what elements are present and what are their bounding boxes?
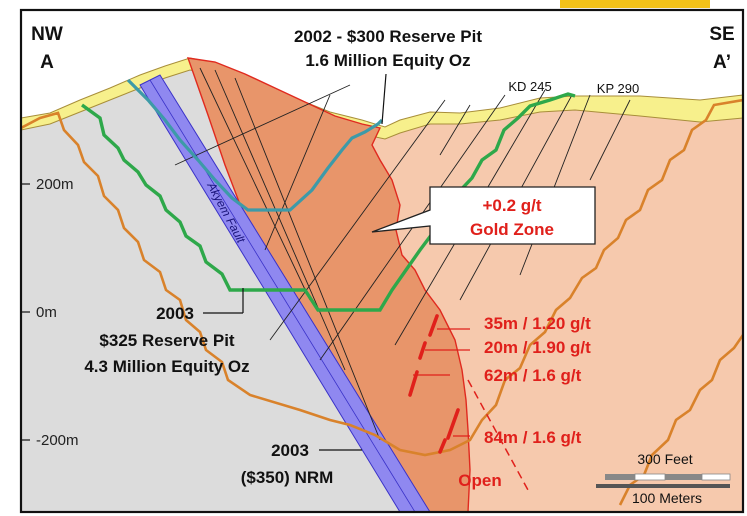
pit-2002-title: 2002 - $300 Reserve Pit xyxy=(294,27,482,46)
elevation-minus-200m: -200m xyxy=(36,432,79,449)
scale-feet-label: 300 Feet xyxy=(637,451,692,467)
pit-2003-year: 2003 xyxy=(156,304,194,323)
nrm-title: ($350) NRM xyxy=(241,468,334,487)
drillhole-kp290: KP 290 xyxy=(597,81,639,96)
sky xyxy=(21,10,743,127)
intercept-1: 35m / 1.20 g/t xyxy=(484,314,591,333)
gold-zone-grade: +0.2 g/t xyxy=(482,196,541,215)
open-extension xyxy=(467,379,529,491)
intercept-3: 62m / 1.6 g/t xyxy=(484,366,582,385)
se-direction: SE xyxy=(709,24,734,45)
se-section-label: A’ xyxy=(713,52,731,73)
nrm-year: 2003 xyxy=(271,441,309,460)
pit-2002-outline xyxy=(126,78,384,212)
pit-2002-leader xyxy=(381,73,387,125)
scale-meters-label: 100 Meters xyxy=(632,490,702,506)
nrm-outline xyxy=(21,98,743,457)
pit-2003-ounces: 4.3 Million Equity Oz xyxy=(84,357,249,376)
top-accent-bar xyxy=(560,0,710,8)
pit-2003-outline xyxy=(81,92,576,312)
elevation-0m: 0m xyxy=(36,304,57,321)
open-label: Open xyxy=(458,471,501,490)
nrm-label: 2003 ($350) NRM xyxy=(241,441,362,487)
pit-2003-label: 2003 $325 Reserve Pit 4.3 Million Equity… xyxy=(84,288,250,376)
fault-edge-line xyxy=(149,79,416,512)
scale-bar: 300 Feet 100 Meters xyxy=(596,451,731,506)
geology-layers xyxy=(21,10,743,512)
elevation-200m: 200m xyxy=(36,176,74,193)
elevation-axis: 200m 0m -200m xyxy=(21,176,79,449)
frame xyxy=(19,8,745,514)
intercept-labels: 35m / 1.20 g/t 20m / 1.90 g/t 62m / 1.6 … xyxy=(413,314,591,447)
pit-2003-title: $325 Reserve Pit xyxy=(99,331,234,350)
akyem-fault xyxy=(139,74,431,512)
drillhole-kd245: KD 245 xyxy=(508,79,551,94)
intercept-segments xyxy=(408,314,460,454)
intercept-2: 20m / 1.90 g/t xyxy=(484,338,591,357)
gold-zone-callout: +0.2 g/t Gold Zone xyxy=(371,186,596,245)
nw-direction: NW xyxy=(31,24,63,45)
nw-section-label: A xyxy=(40,52,54,73)
intercept-4: 84m / 1.6 g/t xyxy=(484,428,582,447)
gold-zone-label: Gold Zone xyxy=(470,220,554,239)
pit-2002-ounces: 1.6 Million Equity Oz xyxy=(305,51,470,70)
